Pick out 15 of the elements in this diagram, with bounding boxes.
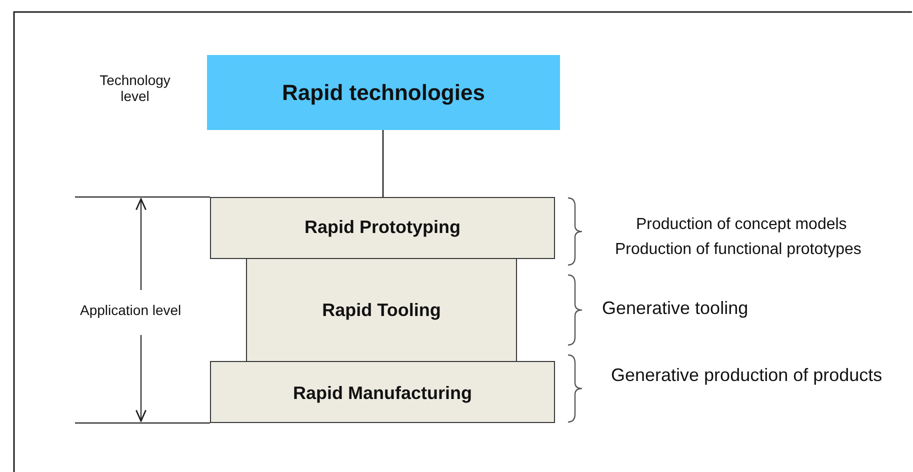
process-box xyxy=(210,361,555,423)
box-label: Rapid technologies xyxy=(282,80,485,106)
connector-line xyxy=(382,130,384,197)
text-label: Production of functional prototypes xyxy=(615,241,862,259)
box-label: Rapid Tooling xyxy=(322,300,441,320)
process-box xyxy=(210,197,555,259)
header-box xyxy=(207,55,560,130)
text-label: Generative production of products xyxy=(611,365,882,386)
box-label: Rapid Prototyping xyxy=(304,216,460,238)
text-label: Production of concept models xyxy=(636,216,847,234)
box-label: Rapid Manufacturing xyxy=(293,382,472,404)
text-label: Generative tooling xyxy=(602,298,748,319)
process-box xyxy=(246,258,517,362)
text-label: Technology level xyxy=(98,72,172,104)
text-label: Application level xyxy=(80,302,182,318)
